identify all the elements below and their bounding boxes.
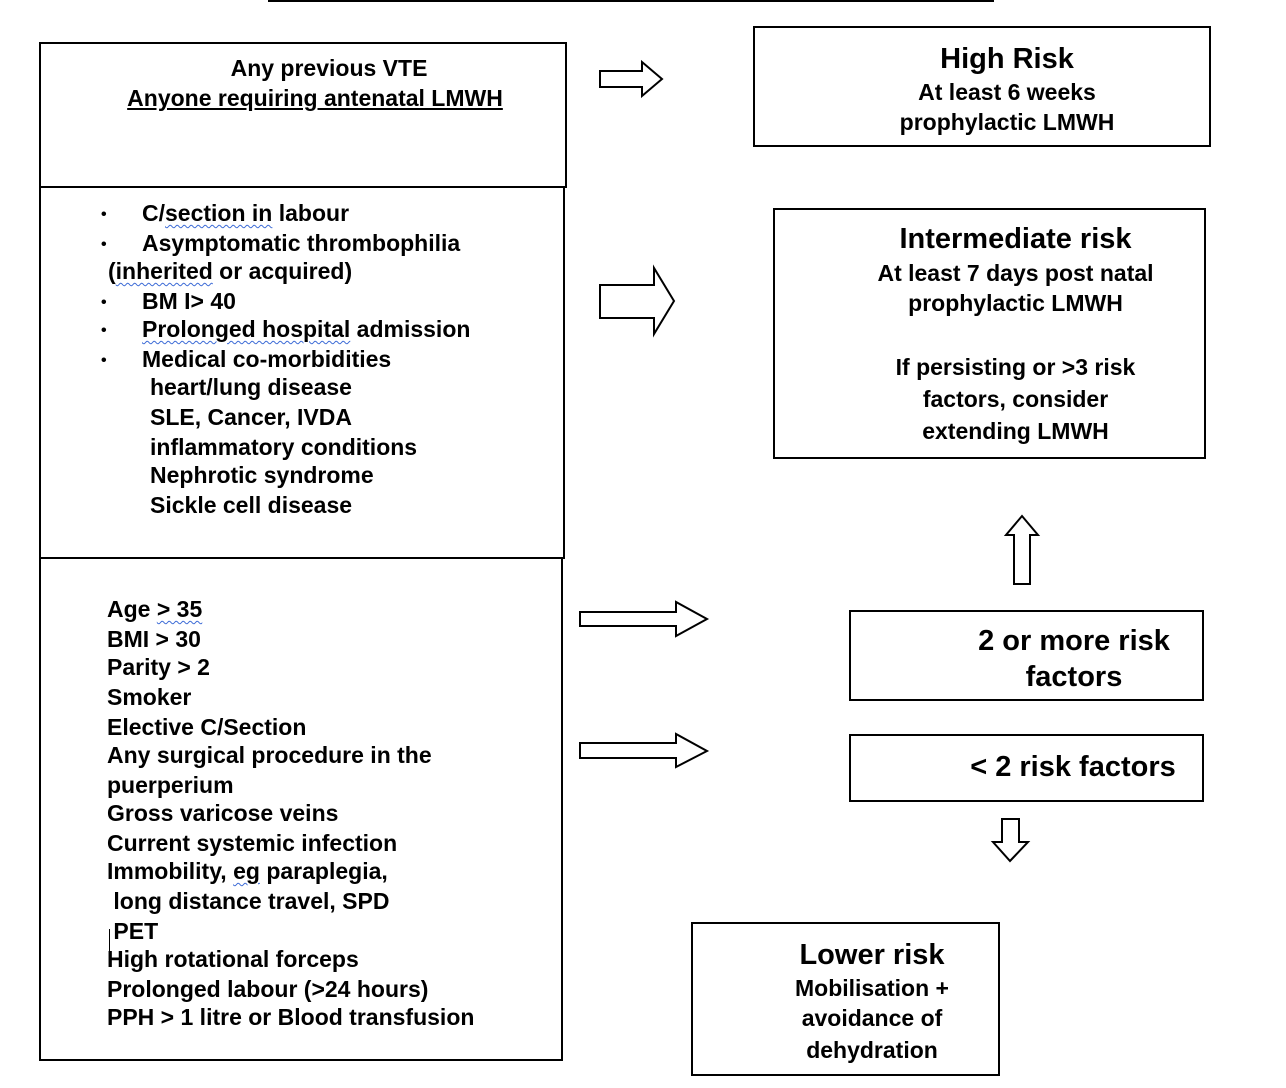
intermediate-risk-title: Intermediate risk (899, 223, 1132, 255)
risk-item-immobility: Immobility, eg paraplegia, (107, 858, 388, 884)
antenatal-lmwh-text: Anyone requiring antenatal LMWH (127, 85, 503, 111)
two-or-more-risk-factors-box: 2 or more risk factors (849, 610, 1204, 701)
high-risk-title: High Risk (940, 43, 1074, 75)
intermediate-risk-box: Intermediate risk At least 7 days post n… (773, 208, 1206, 459)
risk-item-csection-labour: C/section in labour (142, 200, 350, 226)
risk-item: Prolonged labour (>24 hours) (107, 976, 429, 1002)
high-risk-factors-box: Any previous VTE Anyone requiring antena… (39, 42, 567, 188)
risk-item: puerperium (107, 772, 234, 798)
arrow-down-to-lower-risk (990, 818, 1031, 863)
text-cursor (109, 929, 110, 959)
risk-item: PET (107, 918, 159, 944)
risk-item: High rotational forceps (107, 946, 359, 972)
risk-item: Gross varicose veins (107, 800, 339, 826)
intermediate-risk-line: extending LMWH (922, 418, 1109, 444)
high-risk-line: prophylactic LMWH (899, 109, 1115, 135)
arrow-two-or-more (579, 600, 710, 638)
lower-risk-line: avoidance of (801, 1005, 943, 1031)
risk-item: PPH > 1 litre or Blood transfusion (107, 1004, 475, 1030)
arrow-intermediate-risk (599, 264, 676, 338)
bullet-icon: • (101, 352, 107, 369)
less-than-two-risk-factors-box: < 2 risk factors (849, 734, 1204, 802)
risk-item: Current systemic infection (107, 830, 398, 856)
risk-item-thrombophilia: Asymptomatic thrombophilia (142, 230, 461, 256)
two-or-more-line: factors (1025, 661, 1123, 693)
comorbidity-item: heart/lung disease (150, 374, 352, 400)
intermediate-risk-line: prophylactic LMWH (908, 290, 1123, 316)
risk-item: long distance travel, SPD (107, 888, 390, 914)
risk-item: Elective C/Section (107, 714, 307, 740)
two-or-more-line: 2 or more risk (978, 625, 1170, 657)
arrow-less-than-two (579, 732, 710, 769)
lower-risk-title: Lower risk (799, 939, 945, 971)
high-risk-line: At least 6 weeks (918, 79, 1096, 105)
bullet-icon: • (101, 322, 107, 339)
intermediate-risk-line: If persisting or >3 risk (895, 354, 1136, 380)
intermediate-risk-factors-box: • C/section in labour • Asymptomatic thr… (39, 186, 565, 559)
risk-item: Any surgical procedure in the (107, 742, 432, 768)
risk-item-thrombophilia-detail: (inherited or acquired) (108, 258, 353, 284)
risk-item-bmi-40: BM I> 40 (142, 288, 236, 314)
lower-risk-box: Lower risk Mobilisation + avoidance of d… (691, 922, 1000, 1076)
bullet-icon: • (101, 206, 107, 223)
intermediate-risk-line: factors, consider (922, 386, 1109, 412)
lower-risk-line: Mobilisation + (795, 975, 949, 1001)
risk-item-age: Age > 35 (107, 596, 203, 622)
comorbidity-item: SLE, Cancer, IVDA (150, 404, 352, 430)
less-than-two-line: < 2 risk factors (970, 751, 1176, 783)
intermediate-risk-line: At least 7 days post natal (877, 260, 1154, 286)
high-risk-box: High Risk At least 6 weeks prophylactic … (753, 26, 1211, 147)
lower-risk-line: dehydration (806, 1037, 938, 1063)
bullet-icon: • (101, 294, 107, 311)
risk-item: BMI > 30 (107, 626, 201, 652)
arrow-up-to-intermediate (1003, 514, 1041, 585)
lower-risk-factors-box: Age > 35 BMI > 30 Parity > 2 Smoker Elec… (39, 557, 563, 1061)
previous-vte-text: Any previous VTE (230, 55, 428, 81)
risk-item-comorbidities: Medical co-morbidities (142, 346, 392, 372)
risk-item-prolonged-admission: Prolonged hospital admission (142, 316, 471, 342)
top-heading-underline (268, 0, 994, 2)
risk-item: Smoker (107, 684, 192, 710)
risk-item: Parity > 2 (107, 654, 210, 680)
comorbidity-item: Nephrotic syndrome (150, 462, 374, 488)
arrow-high-risk (599, 59, 664, 99)
comorbidity-item: Sickle cell disease (150, 492, 353, 518)
comorbidity-item: inflammatory conditions (150, 434, 418, 460)
bullet-icon: • (101, 236, 107, 253)
